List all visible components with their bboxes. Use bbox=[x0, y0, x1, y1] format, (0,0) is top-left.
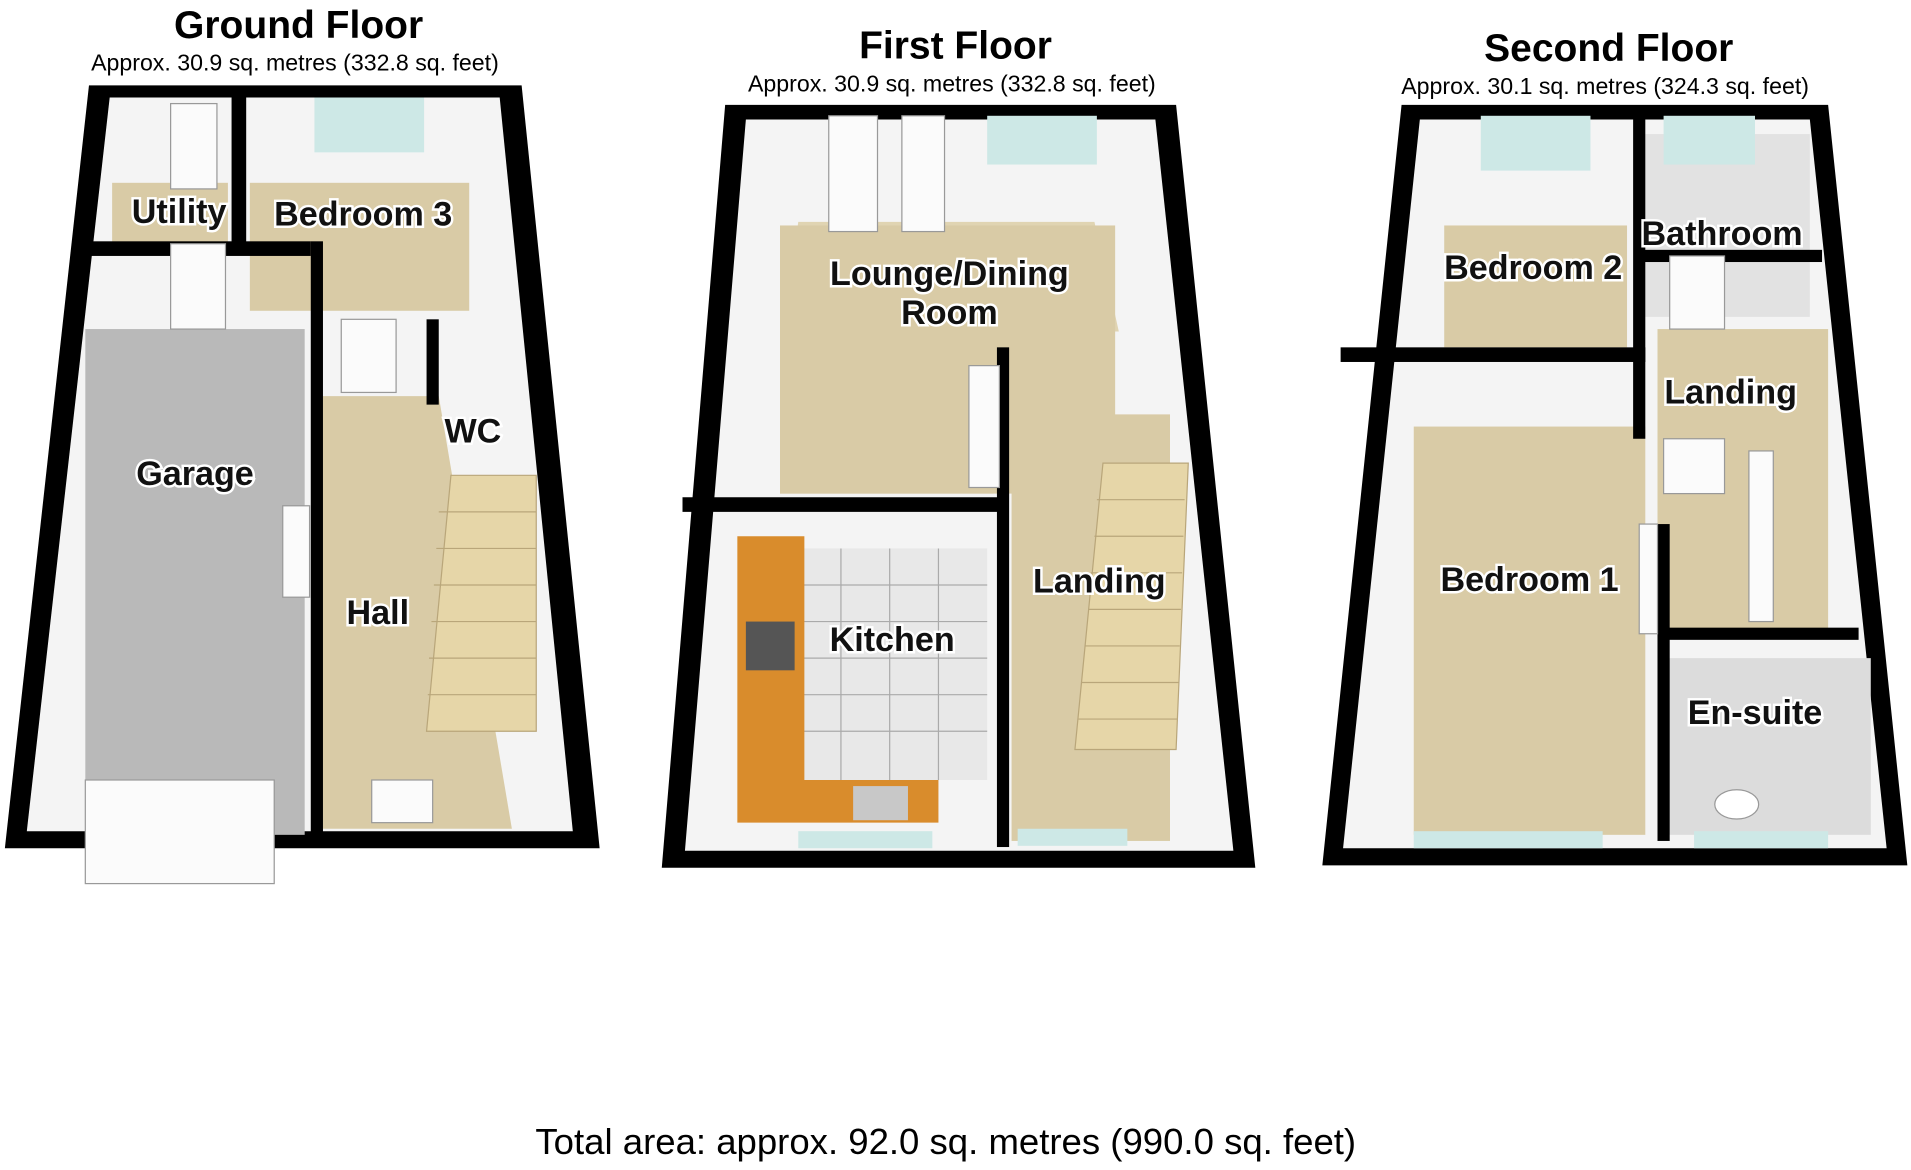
room-label: Garage bbox=[136, 455, 254, 493]
total-area: Total area: approx. 92.0 sq. metres (990… bbox=[535, 1121, 1356, 1162]
first-floor-area: Approx. 30.9 sq. metres (332.8 sq. feet) bbox=[748, 70, 1156, 96]
hob bbox=[745, 621, 795, 671]
first-floor-plan bbox=[661, 104, 1256, 868]
room-label: Lounge/Dining bbox=[830, 255, 1069, 293]
room-label: Landing bbox=[1033, 562, 1166, 600]
room-label: Hall bbox=[347, 594, 410, 632]
basin bbox=[1714, 789, 1760, 820]
room-label: WC bbox=[444, 412, 501, 450]
second-floor-area: Approx. 30.1 sq. metres (324.3 sq. feet) bbox=[1401, 73, 1809, 99]
kitchen-tiles bbox=[798, 548, 988, 780]
room-label: Kitchen bbox=[830, 621, 955, 659]
room-label: Utility bbox=[132, 193, 227, 231]
ground-floor-title: Ground Floor bbox=[174, 4, 423, 47]
room-label: Bedroom 3 bbox=[274, 195, 452, 233]
second-floor-title: Second Floor bbox=[1484, 27, 1733, 70]
sink bbox=[853, 786, 908, 821]
room-label: Landing bbox=[1664, 373, 1797, 411]
room-label: Room bbox=[901, 294, 998, 332]
ground-floor-plan bbox=[4, 85, 600, 885]
room-label: En-suite bbox=[1688, 694, 1823, 732]
kitchen-worktop bbox=[737, 536, 939, 823]
ensuite-floor bbox=[1663, 658, 1871, 835]
room-label: Bedroom 2 bbox=[1444, 249, 1622, 287]
room-label: Bathroom bbox=[1642, 215, 1803, 253]
first-stairs bbox=[1074, 462, 1189, 751]
garage-door bbox=[84, 779, 275, 885]
room-label: Bedroom 1 bbox=[1440, 561, 1618, 599]
first-floor-title: First Floor bbox=[859, 25, 1052, 68]
ground-floor-area: Approx. 30.9 sq. metres (332.8 sq. feet) bbox=[91, 50, 499, 76]
second-floor-plan bbox=[1322, 104, 1908, 866]
ground-stairs bbox=[425, 474, 537, 732]
